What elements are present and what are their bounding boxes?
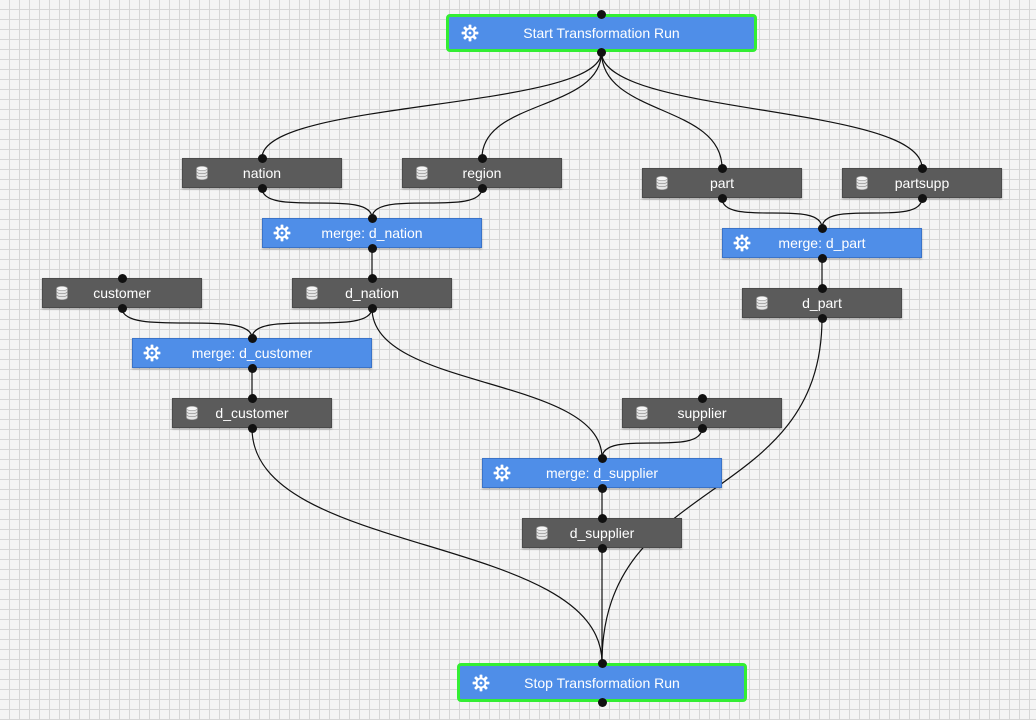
node-label: d_supplier: [569, 525, 635, 541]
connector-port[interactable]: [917, 193, 927, 203]
node-label: merge: d_customer: [191, 345, 313, 361]
connector-port[interactable]: [367, 243, 377, 253]
connector-port[interactable]: [817, 253, 827, 263]
nation-node[interactable]: nation: [182, 158, 342, 188]
node-label: partsupp: [894, 175, 950, 191]
merge-d-customer-node[interactable]: merge: d_customer: [132, 338, 372, 368]
connector-port[interactable]: [247, 393, 257, 403]
edge-d_part-to-stop: [601, 317, 823, 664]
edge-start-to-nation: [261, 51, 603, 159]
connector-port[interactable]: [247, 363, 257, 373]
connector-port[interactable]: [597, 543, 607, 553]
connector-port[interactable]: [597, 658, 607, 668]
connector-port[interactable]: [597, 513, 607, 523]
connector-port[interactable]: [597, 697, 607, 707]
stop-transformation-run-node[interactable]: Stop Transformation Run: [457, 663, 747, 702]
node-label: merge: d_supplier: [545, 465, 659, 481]
database-icon: [533, 524, 551, 542]
database-icon: [193, 164, 211, 182]
edge-supplier-to-merge_d_supplier: [601, 427, 703, 459]
connector-port[interactable]: [247, 423, 257, 433]
connector-port[interactable]: [597, 9, 606, 19]
connector-port[interactable]: [717, 163, 727, 173]
edge-customer-to-merge_d_customer: [121, 307, 253, 339]
node-label: nation: [242, 165, 282, 181]
edge-start-to-partsupp: [600, 51, 923, 169]
connector-port[interactable]: [257, 183, 267, 193]
node-label: d_customer: [215, 405, 289, 421]
gear-icon: [472, 674, 490, 692]
database-icon: [303, 284, 321, 302]
connector-port[interactable]: [477, 153, 487, 163]
node-label: d_nation: [345, 285, 399, 301]
edge-d_customer-to-stop: [251, 427, 603, 664]
edge-start-to-part: [600, 51, 723, 169]
connector-port[interactable]: [697, 393, 707, 403]
edge-d_nation-to-merge_d_customer: [251, 307, 373, 339]
connector-port[interactable]: [817, 283, 827, 293]
connector-port[interactable]: [477, 183, 487, 193]
edge-partsupp-to-merge_d_part: [821, 197, 923, 229]
connector-port[interactable]: [117, 273, 127, 283]
connector-port[interactable]: [697, 423, 707, 433]
database-icon: [183, 404, 201, 422]
gear-icon: [461, 24, 479, 42]
connector-port[interactable]: [367, 213, 377, 223]
connector-port[interactable]: [817, 313, 827, 323]
edge-start-to-region: [481, 51, 603, 159]
connector-port[interactable]: [247, 333, 257, 343]
edge-part-to-merge_d_part: [721, 197, 823, 229]
edge-region-to-merge_d_nation: [371, 187, 483, 219]
database-icon: [753, 294, 771, 312]
customer-node[interactable]: customer: [42, 278, 202, 308]
connector-port[interactable]: [367, 273, 377, 283]
node-label: region: [462, 165, 502, 181]
connector-port[interactable]: [117, 303, 127, 313]
gear-icon: [493, 464, 511, 482]
supplier-node[interactable]: supplier: [622, 398, 782, 428]
database-icon: [853, 174, 871, 192]
edge-nation-to-merge_d_nation: [261, 187, 373, 219]
database-icon: [53, 284, 71, 302]
merge-d-supplier-node[interactable]: merge: d_supplier: [482, 458, 722, 488]
edge-d_nation-to-merge_d_supplier: [371, 307, 603, 459]
connector-port[interactable]: [597, 453, 607, 463]
gear-icon: [273, 224, 291, 242]
node-label: Stop Transformation Run: [524, 674, 680, 691]
node-label: part: [709, 175, 735, 191]
connector-port[interactable]: [257, 153, 267, 163]
gear-icon: [733, 234, 751, 252]
connector-port[interactable]: [597, 47, 606, 57]
connector-port[interactable]: [917, 163, 927, 173]
merge-d-nation-node[interactable]: merge: d_nation: [262, 218, 482, 248]
database-icon: [653, 174, 671, 192]
database-icon: [633, 404, 651, 422]
gear-icon: [143, 344, 161, 362]
node-label: Start Transformation Run: [523, 25, 680, 41]
node-label: supplier: [677, 405, 727, 421]
database-icon: [413, 164, 431, 182]
connector-port[interactable]: [717, 193, 727, 203]
connector-port[interactable]: [817, 223, 827, 233]
node-label: merge: d_nation: [321, 225, 423, 241]
connector-port[interactable]: [597, 483, 607, 493]
start-transformation-run-node[interactable]: Start Transformation Run: [446, 14, 757, 52]
node-label: customer: [93, 285, 151, 301]
connector-port[interactable]: [367, 303, 377, 313]
node-label: merge: d_part: [778, 235, 866, 251]
node-label: d_part: [802, 295, 842, 311]
